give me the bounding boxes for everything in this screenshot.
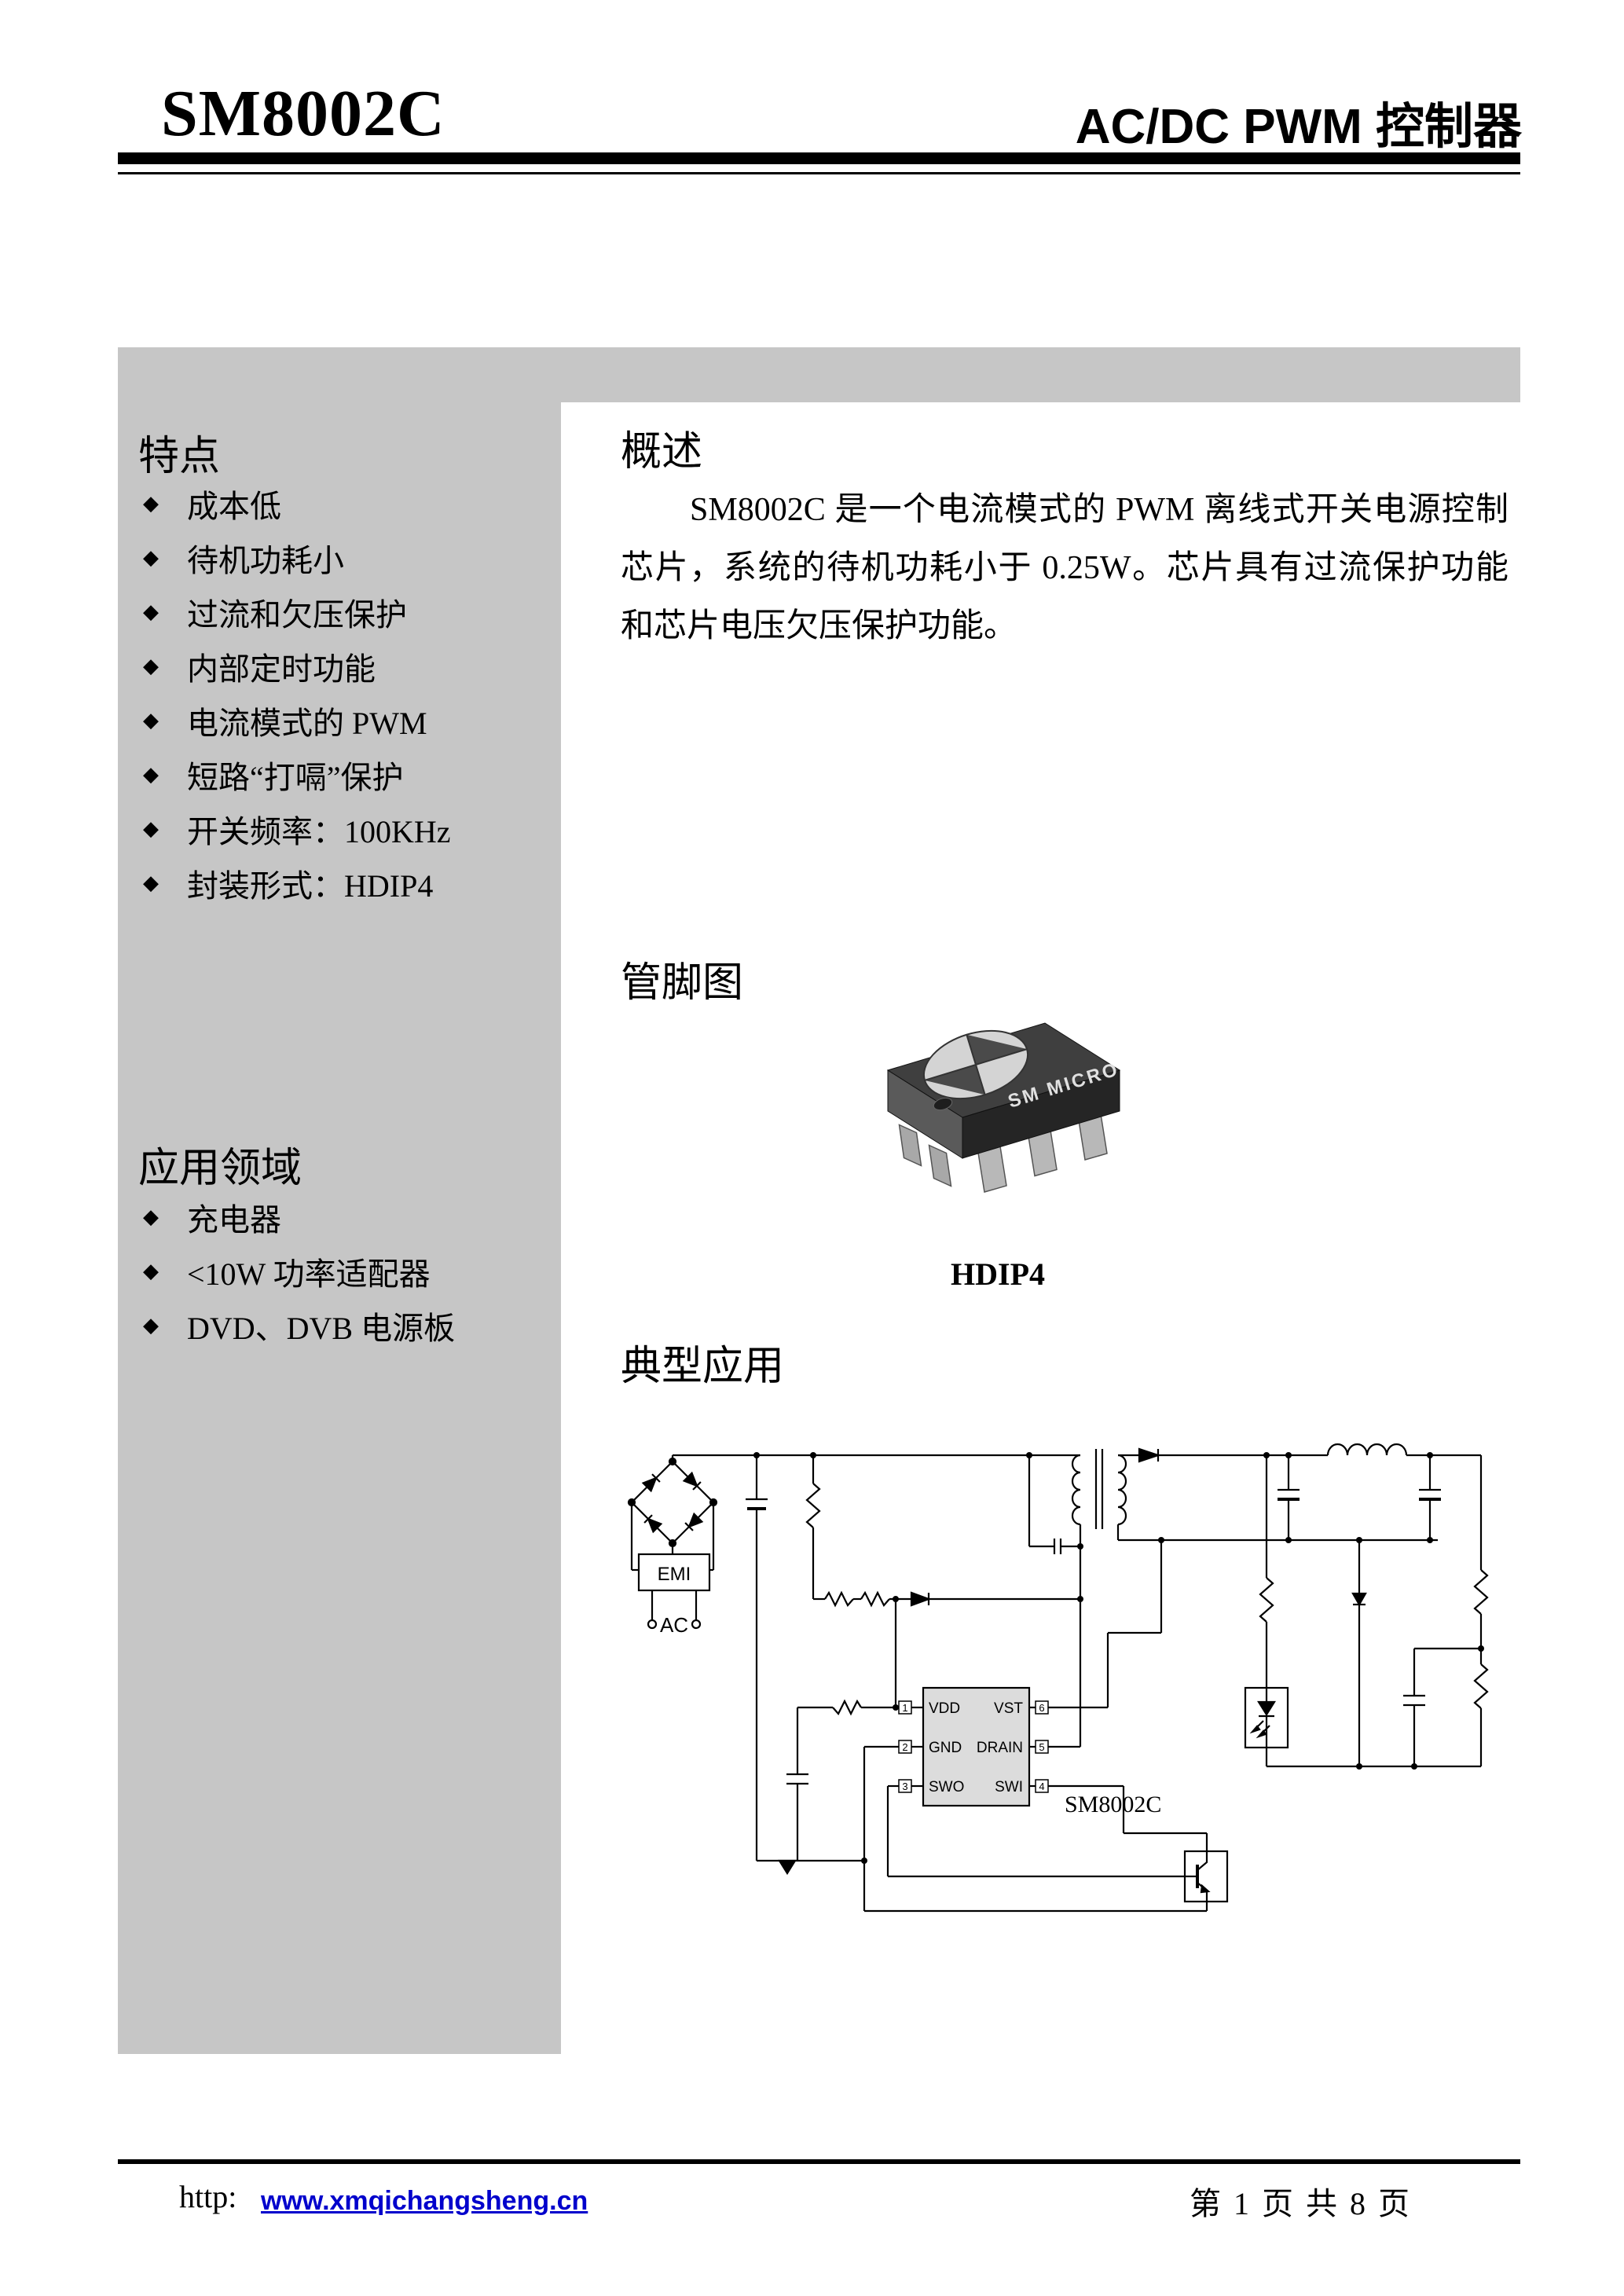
diamond-bullet-icon: ◆ [143,600,159,623]
optocoupler-transistor [863,1850,1229,1913]
vdd-network [786,1699,899,1861]
package-legs [898,1113,1108,1193]
feature-label: 开关频率：100KHz [187,813,451,849]
package-caption: HDIP4 [951,1256,1045,1292]
feature-label: 封装形式：HDIP4 [187,867,434,904]
pin-diagram-title: 管脚图 [621,961,744,1006]
secondary-rectifier-diode [1138,1447,1161,1463]
feature-item: ◆ 待机功耗小 [143,530,451,585]
ic-wiring [863,1540,1208,1878]
output-inductor [1326,1443,1408,1456]
ic-sm8002c [898,1686,1049,1807]
pin-number-4: 4 [1039,1781,1044,1792]
feature-item: ◆ 内部定时功能 [143,639,451,693]
features-list: ◆成本低 ◆待机功耗小 ◆过流和欠压保护 ◆内部定时功能 ◆电流模式的 PWM … [143,476,451,910]
chip-reference-label: SM8002C [1065,1792,1161,1817]
pin-label-gnd: GND [929,1740,962,1756]
pin-number-2: 2 [902,1741,907,1753]
pin1-dimple [933,1097,953,1111]
header-rule-thick [118,152,1520,164]
footer-page-info: 第 1 页 共 8 页 [1190,2186,1412,2221]
application-item: ◆ <10W 功率适配器 [143,1244,455,1298]
application-item: ◆ DVD、DVB 电源板 [143,1298,455,1352]
bulk-capacitor [746,1455,768,1861]
footer-http-label: http: [179,2179,237,2214]
application-item: ◆ 充电器 [143,1190,455,1244]
sidebar-background [118,347,561,2054]
header-rule-thin [118,172,1520,174]
snubber-capacitor [1028,1455,1080,1554]
diamond-bullet-icon: ◆ [143,871,159,894]
ground-symbol [778,1859,797,1876]
feature-label: 短路“打嗝”保护 [187,759,404,795]
application-label: DVD、DVB 电源板 [187,1310,456,1346]
feature-item: ◆ 开关频率：100KHz [143,801,451,856]
pin-label-swi: SWI [995,1779,1023,1795]
diamond-bullet-icon: ◆ [143,1313,159,1337]
feedback-divider [1267,1455,1489,1768]
diamond-bullet-icon: ◆ [143,816,159,840]
output-filter [1118,1443,1441,1542]
footer-url-link[interactable]: www.xmqichangsheng.cn [261,2186,588,2216]
diamond-bullet-icon: ◆ [143,545,159,569]
startup-resistor [805,1455,821,1599]
zener-diode [1351,1540,1367,1766]
footer-rule [118,2159,1520,2164]
bridge-rectifier [627,1455,718,1572]
emi-filter [637,1553,711,1620]
typical-application-schematic: EMI AC VDD VST GND DRAIN SWO SWI 1 2 3 6… [627,1443,1489,1913]
pin-number-6: 6 [1039,1702,1044,1714]
feature-item: ◆ 过流和欠压保护 [143,585,451,639]
page-title: AC/DC PWM 控制器 [1075,100,1522,154]
application-label: 充电器 [187,1201,281,1238]
supply-resistor-diode-chain [813,1590,1080,1707]
diamond-bullet-icon: ◆ [143,1259,159,1282]
overview-title: 概述 [621,430,703,475]
diamond-bullet-icon: ◆ [143,491,159,515]
applications-title: 应用领域 [138,1146,302,1191]
optocoupler-led [1244,1455,1289,1766]
pin-number-3: 3 [902,1781,907,1792]
feature-item: ◆ 封装形式：HDIP4 [143,856,451,910]
feature-label: 电流模式的 PWM [187,705,427,741]
pin-number-1: 1 [902,1702,907,1714]
typical-application-title: 典型应用 [621,1344,785,1389]
pin-label-vdd: VDD [929,1700,960,1717]
feature-label: 内部定时功能 [187,651,376,687]
pin-label-swo: SWO [929,1779,964,1795]
application-label: <10W 功率适配器 [187,1256,431,1292]
pin-number-5: 5 [1039,1741,1044,1753]
junction-dots [753,1452,1484,1864]
pin-label-vst: VST [994,1700,1023,1717]
feature-item: ◆ 短路“打嗝”保护 [143,747,451,801]
sm-micro-logo [922,1029,1029,1100]
features-title: 特点 [138,435,221,479]
diamond-bullet-icon: ◆ [143,762,159,786]
ac-input-terminals [647,1619,702,1630]
hdip4-package-image: SM MICRO [886,1022,1122,1193]
transformer [1071,1449,1127,1540]
diamond-bullet-icon: ◆ [143,1205,159,1228]
diamond-bullet-icon: ◆ [143,654,159,677]
feature-label: 成本低 [187,488,281,524]
diamond-bullet-icon: ◆ [143,708,159,732]
ac-label: AC [660,1613,688,1637]
pin-label-drain: DRAIN [977,1740,1023,1756]
applications-list: ◆ 充电器 ◆ <10W 功率适配器 ◆ DVD、DVB 电源板 [143,1190,455,1352]
emi-label: EMI [658,1564,691,1585]
feature-label: 过流和欠压保护 [187,596,407,633]
feature-item: ◆ 成本低 [143,476,451,530]
feature-label: 待机功耗小 [187,542,344,578]
overview-text: SM8002C 是一个电流模式的 PWM 离线式开关电源控制芯片，系统的待机功耗… [621,492,1509,644]
feature-item: ◆ 电流模式的 PWM [143,693,451,747]
primary-ground-bus [757,1859,864,1876]
part-number: SM8002C [161,77,445,150]
